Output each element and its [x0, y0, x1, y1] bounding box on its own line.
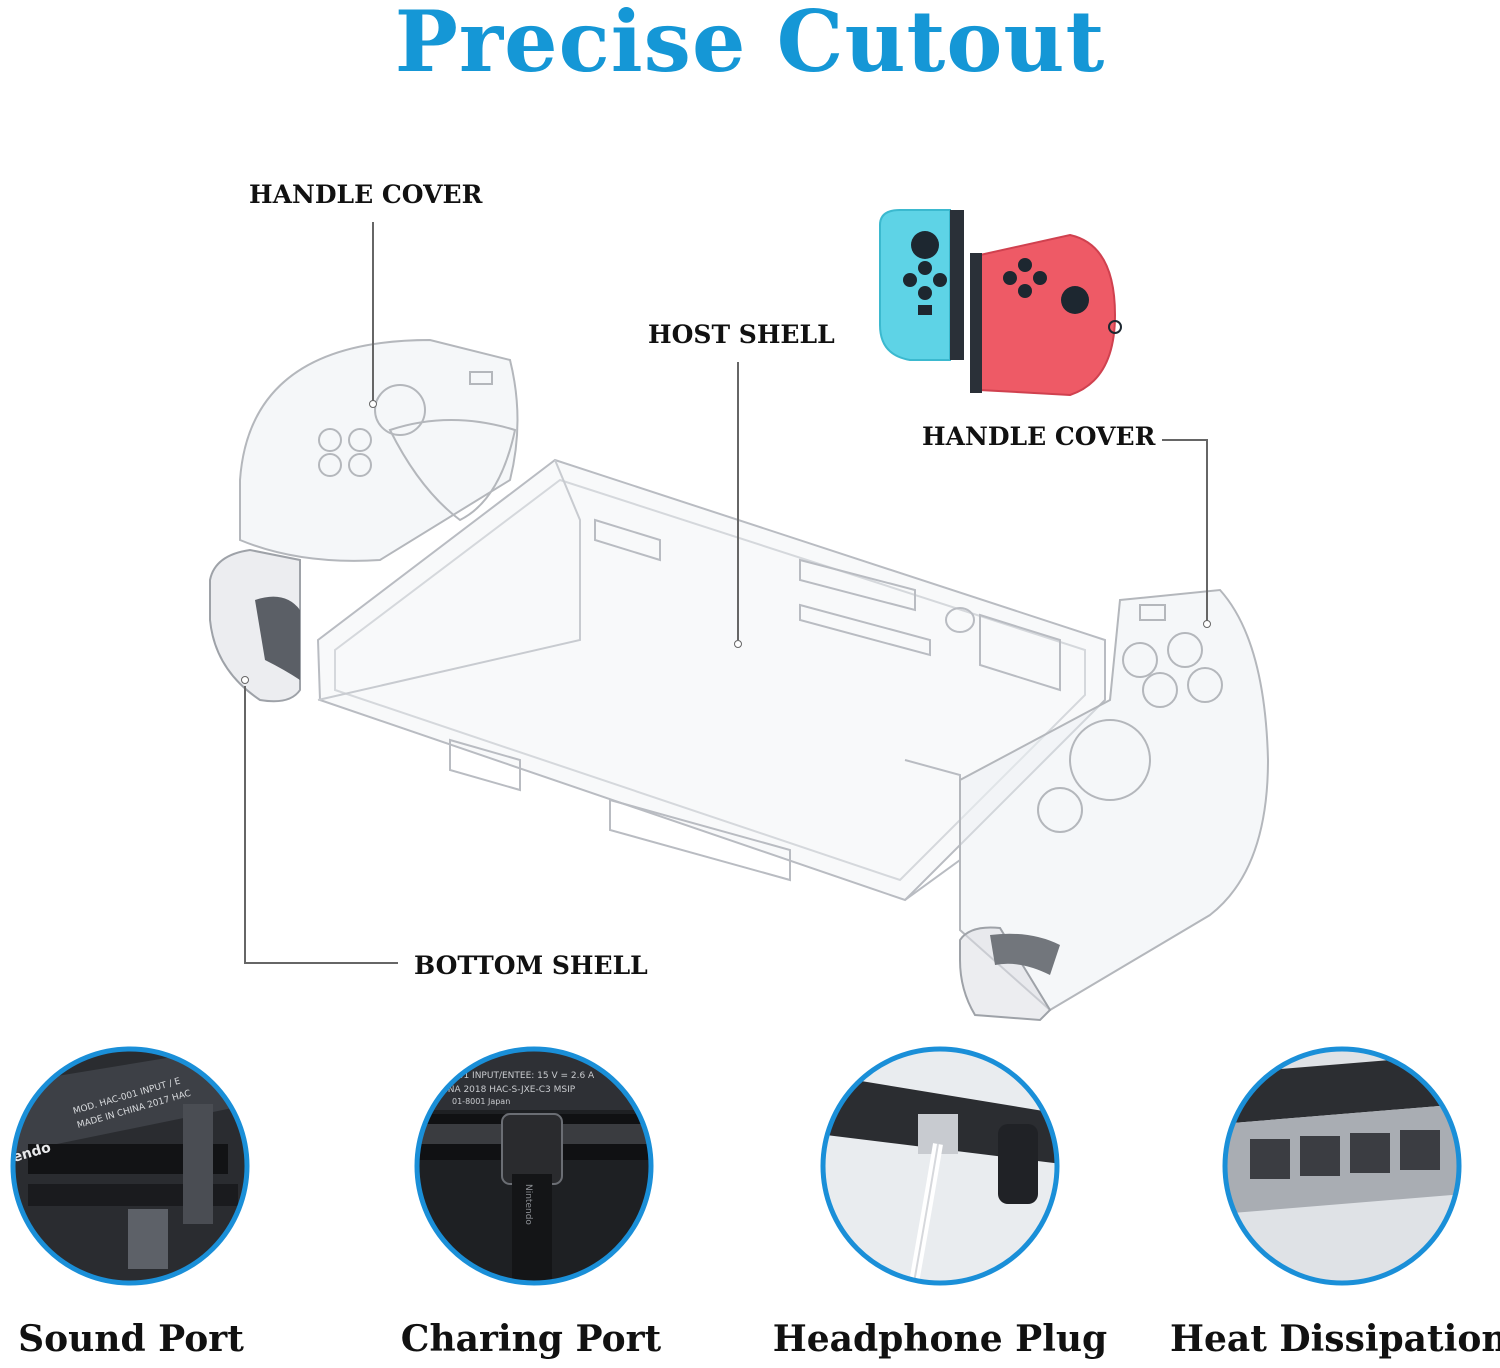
closeup-ring	[1222, 1046, 1462, 1286]
callout-host-shell: HOST SHELL	[648, 320, 835, 349]
svg-text:Nintendo: Nintendo	[523, 1184, 533, 1225]
closeup-ring	[10, 1046, 250, 1286]
right-handle-cover	[959, 588, 1270, 1012]
leader-dot	[1203, 620, 1211, 628]
callout-handle-cover-right: HANDLE COVER	[922, 422, 1156, 451]
svg-text:CHINA 2018 HAC-S-JXE-C3 MSIP: CHINA 2018 HAC-S-JXE-C3 MSIP	[432, 1085, 576, 1095]
leader-line	[372, 222, 374, 402]
left-handle-cover	[239, 338, 519, 562]
callout-handle-cover-top: HANDLE COVER	[249, 180, 483, 209]
leader-line	[244, 962, 398, 964]
right-bottom-grip	[959, 926, 1060, 1022]
feature-label-charing-port: Charing Port	[400, 1318, 662, 1360]
leader-dot	[241, 676, 249, 684]
feature-label-sound-port: Sound Port	[18, 1318, 244, 1360]
heat-dissipation-closeup	[1220, 1044, 1464, 1288]
headphone-plug-closeup	[818, 1044, 1062, 1288]
charging-port-printed-text: 001 INPUT/ENTEE: 15 V = 2.6 A	[452, 1071, 595, 1081]
svg-text:01-8001 Japan: 01-8001 Japan	[452, 1097, 510, 1106]
closeup-ring	[414, 1046, 654, 1286]
leader-line	[1206, 439, 1208, 621]
charging-port-closeup: 001 INPUT/ENTEE: 15 V = 2.6 A CHINA 2018…	[412, 1044, 656, 1288]
page-title: Precise Cutout	[394, 0, 1106, 91]
callout-bottom-shell: BOTTOM SHELL	[414, 951, 648, 980]
host-shell-outline	[316, 458, 1106, 902]
leader-dot	[369, 400, 377, 408]
left-bottom-grip	[209, 548, 301, 703]
feature-label-heat-dissipation: Heat Dissipation	[1170, 1318, 1500, 1360]
clear-case-illustration	[209, 209, 1270, 1022]
leader-dot	[734, 640, 742, 648]
leader-line	[1162, 439, 1208, 441]
sound-port-closeup: MOD. HAC-001 INPUT / E MADE IN CHINA 201…	[8, 1044, 252, 1288]
feature-label-headphone-plug: Headphone Plug	[772, 1318, 1108, 1360]
closeup-ring	[820, 1046, 1060, 1286]
leader-line	[244, 686, 246, 963]
joycon-inset	[879, 209, 1122, 397]
leader-line	[737, 362, 739, 640]
